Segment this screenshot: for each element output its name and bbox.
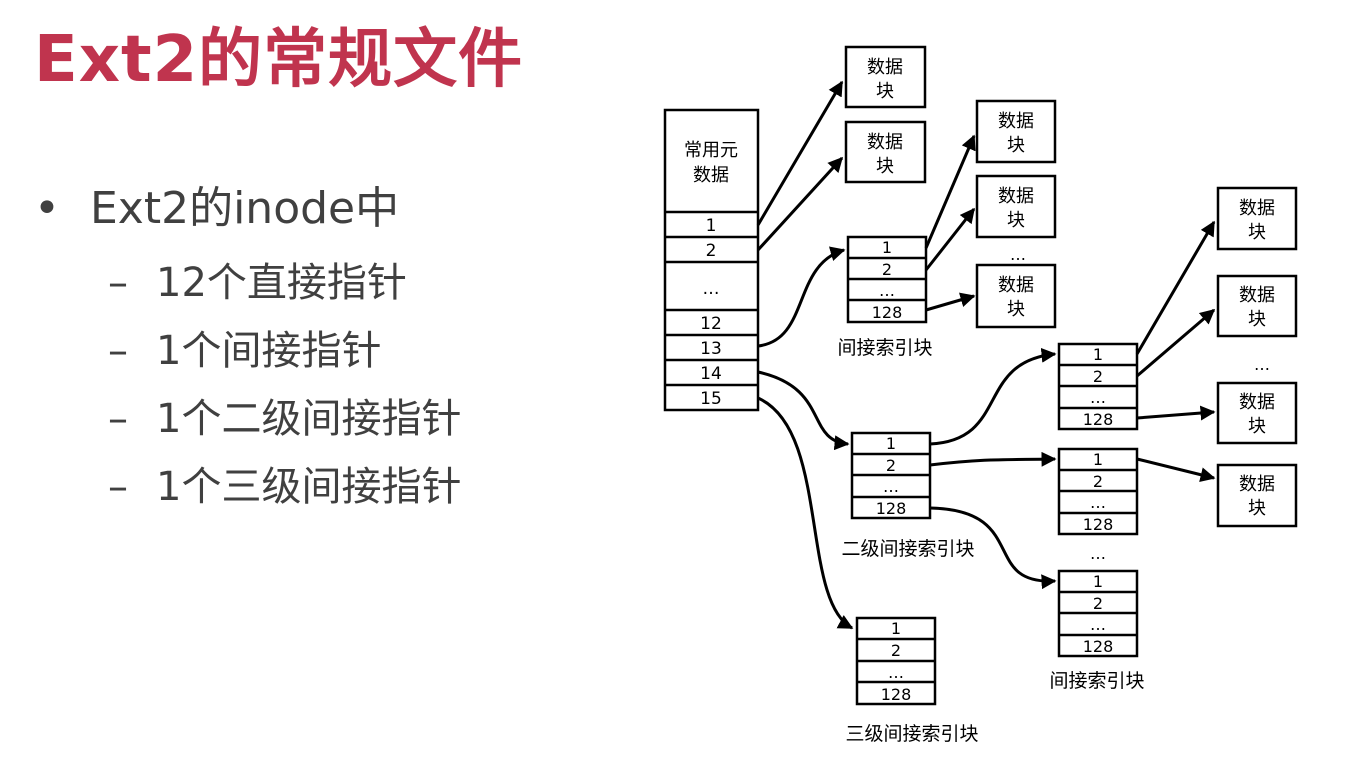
svg-text:块: 块 [1248, 309, 1266, 330]
svg-text:…: … [1090, 388, 1106, 407]
svg-text:128: 128 [1083, 410, 1114, 429]
svg-text:块: 块 [1248, 416, 1266, 437]
dash-icon: – [108, 260, 128, 306]
svg-text:块: 块 [1248, 498, 1266, 519]
inode-row: … [703, 279, 720, 299]
svg-text:1: 1 [886, 434, 896, 453]
data-block: 数据 块 [1216, 186, 1298, 251]
svg-text:块: 块 [876, 156, 894, 177]
svg-text:128: 128 [881, 685, 912, 704]
svg-text:2: 2 [886, 456, 896, 475]
svg-text:128: 128 [872, 303, 903, 322]
data-block: 数据 块 [1216, 274, 1298, 338]
svg-text:…: … [888, 663, 904, 682]
svg-text:数据: 数据 [1239, 198, 1275, 219]
inode-block: 常用元 数据 1 2 … 12 13 14 15 [663, 108, 760, 412]
second-level-index-block: 1 2 … 128 [1057, 342, 1139, 431]
dash-icon: – [108, 328, 128, 374]
inode-row: 1 [706, 216, 717, 236]
bullet-sub-4: –1个三级间接指针 [108, 454, 461, 512]
double-caption: 二级间接索引块 [841, 538, 974, 560]
ellipsis: … [1010, 245, 1026, 264]
svg-text:数据: 数据 [1239, 285, 1275, 306]
svg-text:1: 1 [1093, 450, 1103, 469]
svg-text:1: 1 [1093, 345, 1103, 364]
data-block: 数据 块 [975, 263, 1057, 329]
svg-text:数据: 数据 [998, 111, 1034, 132]
triple-caption: 三级间接索引块 [845, 723, 978, 745]
dash-icon: – [108, 396, 128, 442]
second-level-index-block: 1 2 … 128 [1057, 569, 1139, 658]
svg-text:1: 1 [1093, 572, 1103, 591]
svg-text:…: … [1090, 615, 1106, 634]
svg-text:128: 128 [876, 499, 907, 518]
bullet-main: • Ext2的inode中 [34, 172, 399, 236]
svg-text:块: 块 [1007, 135, 1025, 156]
dash-icon: – [108, 464, 128, 510]
svg-text:1: 1 [882, 238, 892, 257]
indirect-index-block: 1 2 … 128 [846, 235, 928, 324]
data-block: 数据 块 [1216, 463, 1298, 528]
bullet-sub-text: 12个直接指针 [156, 260, 407, 306]
data-block: 数据 块 [844, 120, 927, 184]
svg-text:块: 块 [1007, 299, 1025, 320]
svg-text:块: 块 [876, 81, 894, 102]
data-block: 数据 块 [975, 99, 1057, 164]
svg-text:数据: 数据 [998, 186, 1034, 207]
data-block: 数据 块 [844, 45, 927, 109]
second-level-index-block: 1 2 … 128 [1057, 447, 1139, 536]
inode-row: 12 [700, 314, 722, 334]
triple-indirect-index-block: 1 2 … 128 [855, 616, 937, 706]
data-block: 数据 块 [1216, 381, 1298, 445]
inode-meta-label: 数据 [693, 165, 729, 186]
svg-text:2: 2 [1093, 367, 1103, 386]
svg-text:数据: 数据 [867, 132, 903, 153]
svg-text:1: 1 [891, 619, 901, 638]
indirect-caption: 间接索引块 [837, 337, 932, 359]
svg-text:128: 128 [1083, 515, 1114, 534]
data-block: 数据 块 [975, 174, 1057, 239]
svg-text:块: 块 [1248, 222, 1266, 243]
svg-text:…: … [879, 281, 895, 300]
svg-text:数据: 数据 [1239, 474, 1275, 495]
ellipsis: … [1254, 355, 1270, 374]
slide-title: Ext2的常规文件 [34, 23, 524, 97]
svg-text:2: 2 [891, 641, 901, 660]
ellipsis: … [1090, 544, 1106, 563]
bullet-sub-2: –1个间接指针 [108, 318, 381, 376]
svg-text:…: … [883, 477, 899, 496]
bullet-sub-text: 1个二级间接指针 [156, 396, 462, 442]
bullet-sub-3: –1个二级间接指针 [108, 386, 461, 444]
inode-row: 13 [700, 339, 722, 359]
pointer-arrows [756, 80, 1216, 630]
inode-meta-label: 常用元 [684, 140, 738, 161]
bullet-sub-1: –12个直接指针 [108, 250, 407, 308]
double-indirect-index-block: 1 2 … 128 [850, 431, 932, 520]
bullet-main-text: Ext2的inode中 [90, 183, 400, 234]
svg-text:块: 块 [1007, 210, 1025, 231]
indirect-caption-second: 间接索引块 [1049, 670, 1144, 692]
svg-text:2: 2 [1093, 594, 1103, 613]
svg-text:2: 2 [1093, 472, 1103, 491]
inode-row: 15 [700, 389, 722, 409]
svg-text:2: 2 [882, 260, 892, 279]
svg-text:数据: 数据 [1239, 392, 1275, 413]
svg-text:…: … [1090, 493, 1106, 512]
svg-text:128: 128 [1083, 637, 1114, 656]
bullet-sub-text: 1个间接指针 [156, 328, 382, 374]
bullet-sub-text: 1个三级间接指针 [156, 464, 462, 510]
svg-text:数据: 数据 [998, 275, 1034, 296]
inode-row: 2 [706, 241, 717, 261]
inode-row: 14 [700, 364, 722, 384]
svg-text:数据: 数据 [867, 57, 903, 78]
bullet-dot-icon: • [34, 183, 60, 234]
